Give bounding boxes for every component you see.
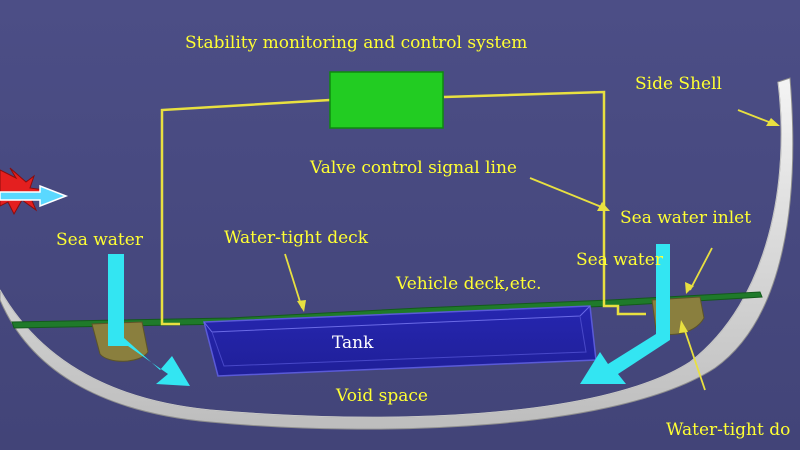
label-side-shell: Side Shell bbox=[635, 74, 722, 94]
controller-box bbox=[329, 71, 444, 129]
label-system: Stability monitoring and control system bbox=[185, 33, 528, 53]
label-void-space: Void space bbox=[336, 386, 428, 406]
callout-heads bbox=[297, 118, 780, 333]
water-tight-deck-shape bbox=[11, 291, 763, 329]
label-vehicle-deck: Vehicle deck,etc. bbox=[396, 274, 542, 294]
label-sea-water-left: Sea water bbox=[56, 230, 143, 250]
signal-lines bbox=[160, 90, 646, 326]
sea-water-arrow-right bbox=[580, 244, 670, 384]
damage-burst-icon bbox=[0, 167, 69, 216]
label-water-tight-deck: Water-tight deck bbox=[224, 228, 368, 248]
tank-bevel bbox=[203, 305, 591, 333]
tank-bevel-bottom bbox=[211, 315, 587, 367]
label-water-tight-door: Water-tight do bbox=[666, 420, 791, 440]
hull-inner-edge bbox=[0, 81, 782, 418]
label-sea-water-inlet: Sea water inlet bbox=[620, 208, 752, 228]
label-sea-water-right: Sea water bbox=[576, 250, 663, 270]
label-valve-line: Valve control signal line bbox=[310, 158, 517, 178]
sea-water-arrow-left bbox=[108, 254, 190, 386]
hull-shell bbox=[0, 77, 794, 430]
label-tank: Tank bbox=[332, 333, 374, 353]
callout-lines bbox=[284, 109, 775, 391]
